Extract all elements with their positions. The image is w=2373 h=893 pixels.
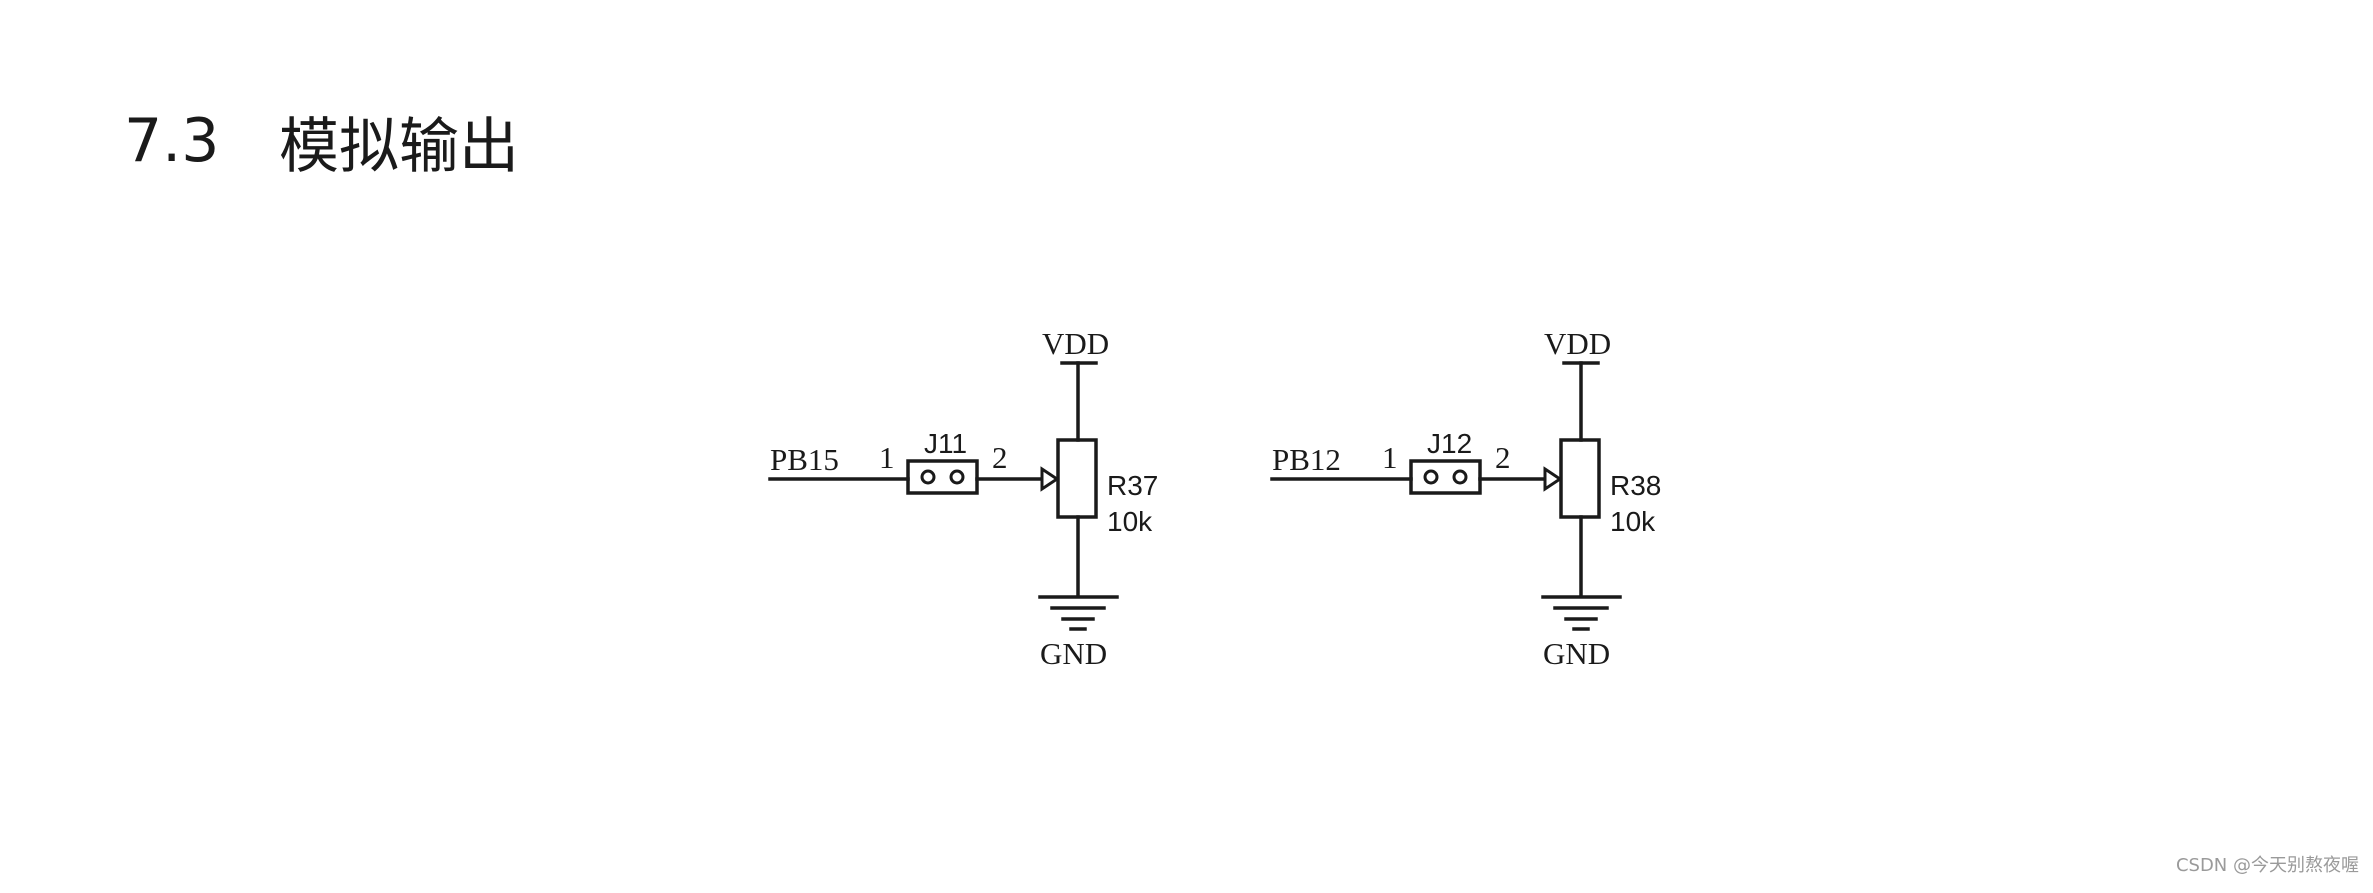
supply-label: VDD bbox=[1042, 326, 1109, 361]
resistor-value: 10k bbox=[1610, 506, 1656, 537]
wiper-arrow bbox=[1040, 466, 1060, 492]
resistor-value: 10k bbox=[1107, 506, 1153, 537]
jumper-label: J11 bbox=[924, 428, 967, 459]
ground-symbol bbox=[1038, 595, 1119, 631]
signal-label: PB12 bbox=[1272, 442, 1341, 477]
supply-label: VDD bbox=[1544, 326, 1611, 361]
circuit-2: PB12 1 J12 2 VDD R38 10k GND bbox=[1270, 326, 1661, 671]
section-number: 7.3 bbox=[124, 106, 220, 176]
circuit-1: PB15 1 J11 2 VDD R37 10k GND bbox=[768, 326, 1158, 671]
watermark: CSDN @今天别熬夜喔 bbox=[2175, 855, 2359, 876]
jumper-label: J12 bbox=[1427, 428, 1472, 459]
ground-symbol bbox=[1541, 595, 1622, 631]
jumper-pin1-label: 1 bbox=[1382, 440, 1398, 475]
ground-label: GND bbox=[1543, 636, 1610, 671]
wiper-arrow bbox=[1543, 466, 1563, 492]
resistor-label: R38 bbox=[1610, 470, 1661, 501]
potentiometer-r38 bbox=[1559, 438, 1601, 519]
ground-label: GND bbox=[1040, 636, 1107, 671]
jumper-pin1-label: 1 bbox=[879, 440, 895, 475]
signal-label: PB15 bbox=[770, 442, 839, 477]
jumper-pin2-label: 2 bbox=[992, 440, 1008, 475]
potentiometer-r37 bbox=[1056, 438, 1098, 519]
jumper-j11 bbox=[906, 459, 979, 495]
resistor-label: R37 bbox=[1107, 470, 1158, 501]
section-heading: 7.3 模拟输出 bbox=[124, 96, 519, 186]
jumper-j12 bbox=[1409, 459, 1482, 495]
jumper-pin2-label: 2 bbox=[1495, 440, 1511, 475]
section-title: 模拟输出 bbox=[279, 111, 519, 182]
